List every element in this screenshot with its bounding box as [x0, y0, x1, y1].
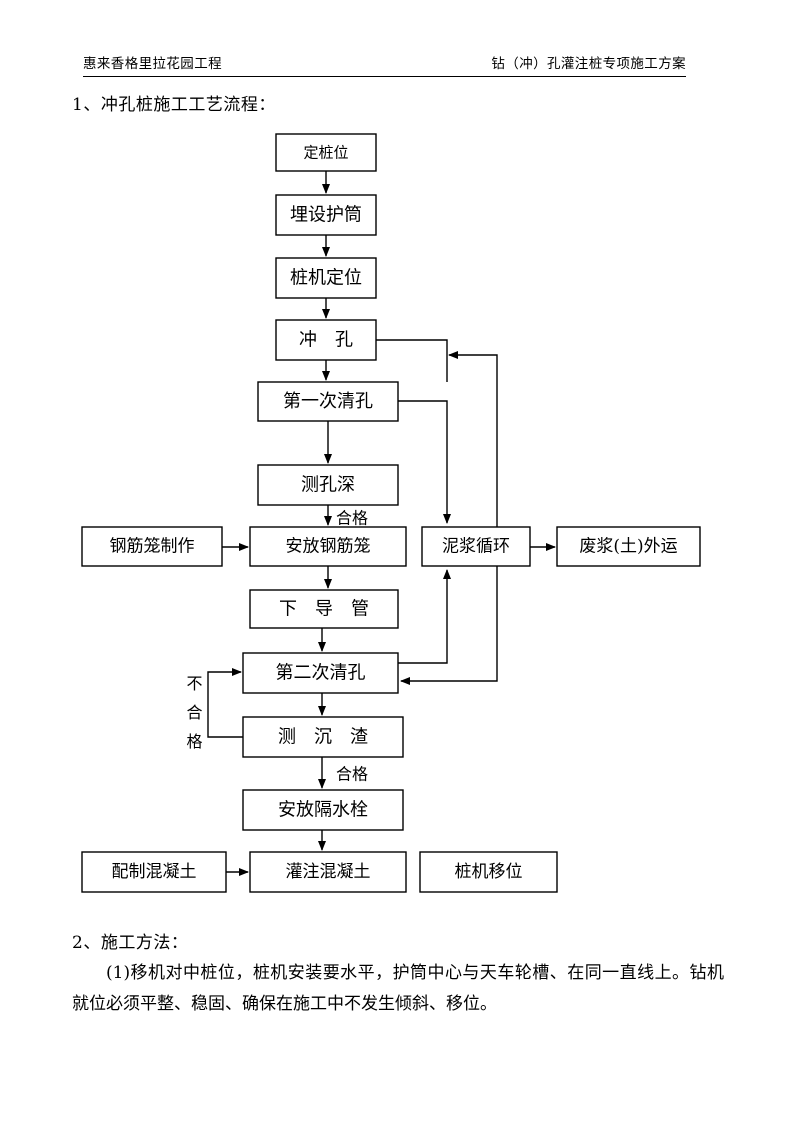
flow-node-di-er-ci-qing-kong[interactable]: 第二次清孔	[242, 652, 399, 694]
flow-node-label: 废浆(土)外运	[579, 537, 677, 557]
flow-node-label: 测 沉 渣	[278, 727, 368, 748]
section-heading-1: 1、冲孔桩施工工艺流程：	[72, 95, 276, 115]
flow-node-ding-zhuang-wei[interactable]: 定桩位	[275, 133, 377, 172]
flow-node-chong-kong[interactable]: 冲 孔	[275, 319, 377, 361]
flow-node-ce-kong-shen[interactable]: 测孔深	[257, 464, 399, 506]
flow-node-label: 配制混凝土	[112, 862, 197, 882]
edge-reject-loop	[207, 668, 243, 738]
edge-return-loop-top	[448, 351, 498, 527]
flow-node-ce-chen-zha[interactable]: 测 沉 渣	[242, 716, 404, 758]
flow-connectors	[207, 171, 556, 876]
flow-node-label: 定桩位	[303, 144, 348, 162]
flow-node-label: 桩机移位	[455, 862, 523, 882]
flow-nodes: 定桩位 埋设护筒 桩机定位 冲 孔	[81, 133, 701, 893]
flow-node-fei-jiang-tu-wai-yun[interactable]: 废浆(土)外运	[556, 526, 701, 567]
flow-node-label: 埋设护筒	[290, 205, 362, 226]
edge-n4-riser	[376, 339, 448, 382]
flow-node-label: 第二次清孔	[276, 663, 366, 684]
flow-node-label: 下 导 管	[279, 599, 369, 620]
section-heading-2: 2、施工方法：	[72, 933, 189, 953]
edge-n12-to-mud-circulation	[398, 569, 451, 664]
flow-node-zhuang-ji-ding-wei[interactable]: 桩机定位	[275, 257, 377, 299]
edge-return-loop-bottom	[400, 566, 498, 685]
flow-node-label: 桩机定位	[290, 268, 362, 289]
flow-node-label: 第一次清孔	[283, 391, 373, 412]
flow-node-label: 安放隔水栓	[278, 800, 368, 821]
header-right-text: 钻（冲）孔灌注桩专项施工方案	[491, 56, 686, 72]
flow-node-gang-jin-long-zhi-zuo[interactable]: 钢筋笼制作	[81, 526, 223, 567]
running-header: 惠来香格里拉花园工程 钻（冲）孔灌注桩专项施工方案	[83, 52, 686, 76]
flow-node-label: 灌注混凝土	[286, 862, 371, 882]
edge-n5-to-mud-circulation	[398, 400, 451, 524]
flow-node-mai-she-hu-tong[interactable]: 埋设护筒	[275, 194, 377, 236]
flow-node-guan-zhu-hun-ning-tu[interactable]: 灌注混凝土	[249, 851, 407, 893]
construction-process-flowchart: 定桩位 埋设护筒 桩机定位 冲 孔	[81, 133, 701, 893]
header-left-text: 惠来香格里拉花园工程	[83, 56, 222, 72]
edge-label-unqualified: 不 合 格	[184, 675, 203, 751]
flow-node-label: 冲 孔	[299, 330, 353, 351]
flow-node-ni-jiang-xun-huan[interactable]: 泥浆循环	[421, 526, 531, 567]
flow-node-label: 测孔深	[301, 475, 355, 496]
flow-node-pei-zhi-hun-ning-tu[interactable]: 配制混凝土	[81, 851, 227, 893]
header-divider	[83, 76, 686, 77]
flow-node-di-yi-ci-qing-kong[interactable]: 第一次清孔	[257, 381, 399, 422]
edge-label-unqualified-char3: 格	[184, 733, 203, 751]
flow-node-label: 钢筋笼制作	[110, 537, 195, 557]
section-paragraph-1: (1)移机对中桩位，桩机安装要水平，护筒中心与天车轮槽、在同一直线上。钻机就位必…	[72, 963, 724, 1014]
flow-node-label: 安放钢筋笼	[286, 537, 371, 557]
edge-label-unqualified-char1: 不	[184, 675, 203, 693]
flow-node-an-fang-ge-shui-shuan[interactable]: 安放隔水栓	[242, 789, 404, 831]
flow-node-label: 泥浆循环	[442, 537, 510, 557]
flow-node-zhuang-ji-yi-wei[interactable]: 桩机移位	[419, 851, 558, 893]
flow-node-xia-dao-guan[interactable]: 下 导 管	[249, 589, 399, 629]
edge-label-unqualified-char2: 合	[184, 704, 203, 722]
flow-node-an-fang-gang-jin-long[interactable]: 安放钢筋笼	[249, 526, 407, 567]
flow-edge-labels: 合格 合格 不 合 格	[184, 509, 369, 784]
edge-label-qualified-top: 合格	[336, 509, 368, 528]
edge-label-qualified-bottom: 合格	[336, 765, 368, 784]
